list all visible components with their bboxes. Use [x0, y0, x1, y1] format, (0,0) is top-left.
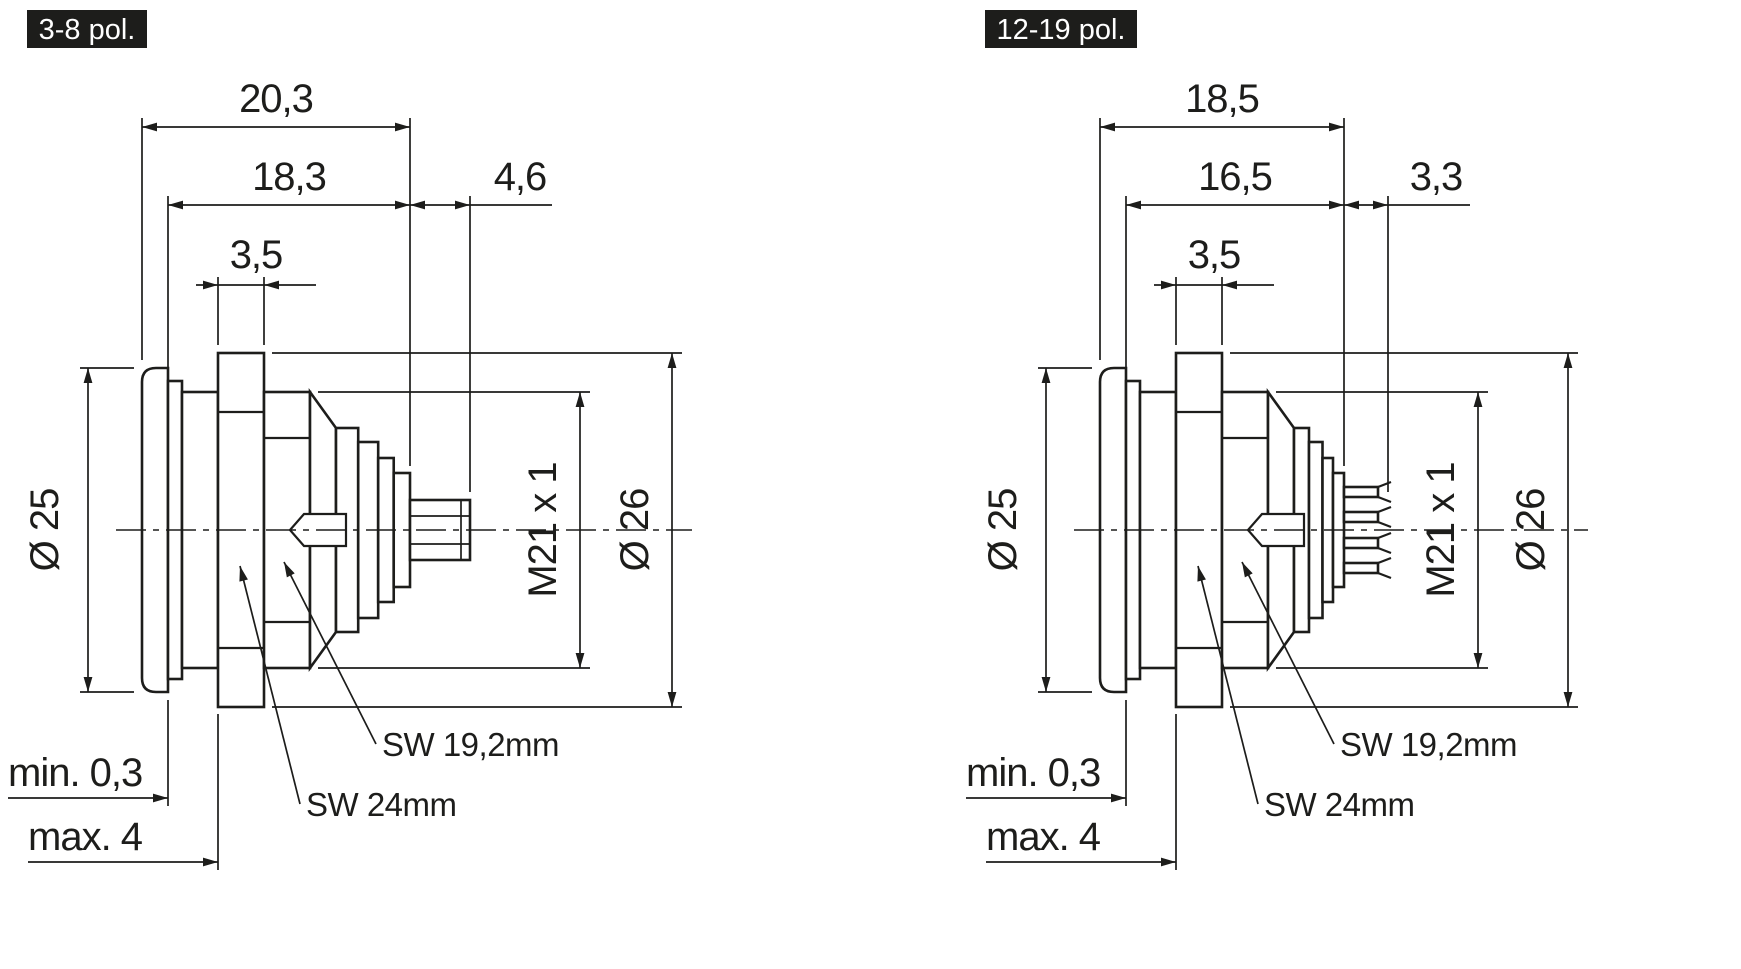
dim-front-length-label: 16,5	[1198, 155, 1272, 199]
dim-arrow	[410, 200, 425, 210]
dim-stub-length-label: 4,6	[494, 155, 547, 199]
contact-pin	[1342, 510, 1380, 524]
sw-19-label: SW 19,2mm	[382, 726, 559, 763]
dim-arrow	[1242, 562, 1253, 578]
dim-arrow	[1161, 280, 1176, 290]
dim-arrow	[395, 200, 410, 210]
pin-fork	[1377, 571, 1392, 580]
panel-max-label: max. 4	[28, 815, 143, 859]
dim-arrow	[1197, 566, 1206, 582]
contact-pin	[1342, 536, 1380, 550]
pin-fork	[1377, 546, 1392, 555]
drawing-12-19-pol: 12-19 pol. 18,5 16,5 3,3 3,5 Ø 25 M21 x …	[966, 10, 1588, 870]
dim-arrow	[575, 392, 585, 407]
dim-arrow	[1126, 200, 1141, 210]
dim-stub-length-label: 3,3	[1410, 155, 1463, 199]
dim-arrow	[153, 793, 168, 803]
dim-arrow	[83, 677, 93, 692]
pin-fork	[1377, 556, 1392, 565]
panel-min-label: min. 0,3	[8, 751, 142, 795]
dim-arrow	[1041, 368, 1051, 383]
dim-arrow	[575, 653, 585, 668]
dim-arrow	[264, 280, 279, 290]
dim-arrow	[1563, 353, 1573, 368]
dia-26-label: Ø 26	[1509, 489, 1553, 572]
dim-arrow	[395, 122, 410, 132]
dim-arrow	[1222, 280, 1237, 290]
leader-line	[239, 565, 301, 805]
dim-arrow	[1100, 122, 1115, 132]
dia-26-label: Ø 26	[613, 489, 657, 572]
dim-arrow	[168, 200, 183, 210]
panel-max-label: max. 4	[986, 815, 1101, 859]
dim-arrow	[83, 368, 93, 383]
badge-12-19-pol	[985, 10, 1137, 48]
dim-arrow	[142, 122, 157, 132]
pin-fork	[1377, 495, 1392, 504]
dim-arrow	[667, 353, 677, 368]
dim-arrow	[1563, 692, 1573, 707]
dim-arrow	[1161, 857, 1176, 867]
dim-front-length-label: 18,3	[252, 155, 326, 199]
dia-25-label: Ø 25	[23, 489, 67, 572]
contact-pin	[1342, 485, 1380, 499]
dim-arrow	[1473, 392, 1483, 407]
pin-fork	[1377, 520, 1392, 529]
pin-fork	[1377, 505, 1392, 514]
panel-min-label: min. 0,3	[966, 751, 1100, 795]
dim-nut-thickness-label: 3,5	[230, 233, 283, 277]
contact-pin	[1342, 561, 1380, 575]
dim-arrow	[1344, 200, 1359, 210]
dim-arrow	[1329, 200, 1344, 210]
connector-geometry	[8, 118, 692, 870]
leader-line	[1241, 561, 1335, 745]
connector-geometry	[966, 118, 1588, 870]
dim-total-length-label: 20,3	[239, 77, 313, 121]
pin-fork	[1377, 480, 1392, 489]
thread-m21-label: M21 x 1	[1419, 462, 1463, 597]
dim-arrow	[1473, 653, 1483, 668]
leader-line	[283, 561, 377, 745]
dia-25-label: Ø 25	[981, 489, 1025, 572]
badge-3-8-pol	[27, 10, 147, 48]
sw-24-label: SW 24mm	[306, 786, 457, 823]
thread-m21-label: M21 x 1	[521, 462, 565, 597]
badge-3-8-pol-label: 3-8 pol.	[39, 14, 136, 46]
dim-arrow	[1329, 122, 1344, 132]
dim-arrow	[1041, 677, 1051, 692]
leader-line	[1197, 565, 1259, 805]
drawing-3-8-pol: 3-8 pol. 20,3 18,3 4,6 3,5 Ø 25 M21 x 1 …	[8, 10, 692, 870]
sw-19-label: SW 19,2mm	[1340, 726, 1517, 763]
badge-12-19-pol-label: 12-19 pol.	[997, 14, 1126, 46]
dim-nut-thickness-label: 3,5	[1188, 233, 1241, 277]
dim-arrow	[1373, 200, 1388, 210]
dim-arrow	[667, 692, 677, 707]
dim-arrow	[1111, 793, 1126, 803]
sw-24-label: SW 24mm	[1264, 786, 1415, 823]
dim-arrow	[455, 200, 470, 210]
dim-total-length-label: 18,5	[1185, 77, 1259, 121]
dim-arrow	[284, 562, 295, 578]
pin-fork	[1377, 531, 1392, 540]
dim-arrow	[203, 280, 218, 290]
dim-arrow	[203, 857, 218, 867]
dim-arrow	[239, 566, 248, 582]
